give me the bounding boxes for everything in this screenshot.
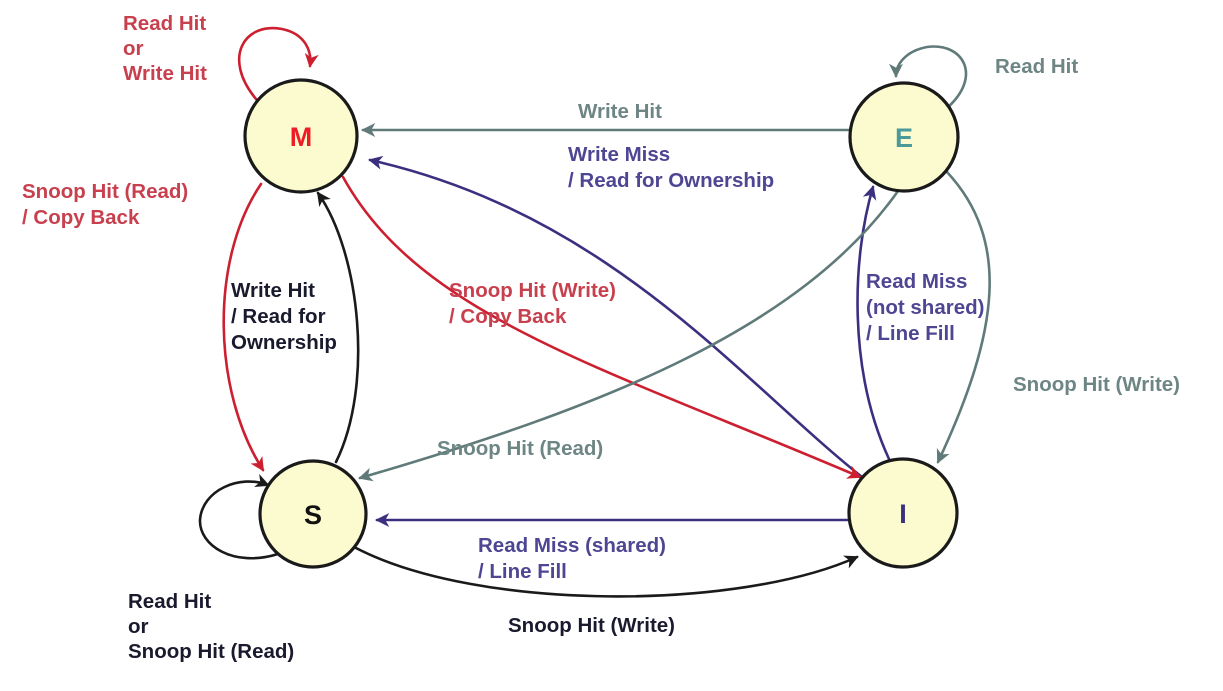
edge-label-s-to-m: Write Hit / Read for Ownership	[231, 279, 337, 354]
edge-e-self	[889, 45, 968, 110]
state-label-s: S	[304, 500, 322, 530]
edge-i-to-m	[368, 155, 864, 479]
edge-i-to-e	[856, 185, 891, 461]
edge-label-i-to-e: Read Miss (not shared) / Line Fill	[866, 270, 990, 345]
edge-label-i-to-s: Read Miss (shared) / Line Fill	[478, 534, 672, 583]
edge-label-m-self: Read Hit or Write Hit	[123, 12, 212, 85]
state-circle-e	[848, 81, 960, 193]
edge-m-self	[237, 26, 319, 101]
edge-label-i-to-m: Write Miss / Read for Ownership	[568, 143, 774, 192]
state-label-e: E	[895, 123, 913, 153]
edge-s-self	[198, 474, 280, 560]
state-circle-m	[243, 78, 359, 194]
edge-e-to-s	[358, 189, 900, 482]
edge-label-s-to-i: Snoop Hit (Write)	[508, 614, 675, 637]
state-circle-s	[258, 459, 368, 569]
edge-label-m-to-s: Snoop Hit (Read) / Copy Back	[22, 180, 194, 229]
edge-label-m-to-i: Snoop Hit (Write) / Copy Back	[449, 279, 622, 328]
state-node-m[interactable]: M	[243, 78, 359, 194]
state-node-e[interactable]: E	[848, 81, 960, 193]
edge-e-to-i	[936, 170, 991, 464]
edge-m-to-s	[222, 182, 265, 472]
edge-label-e-to-s: Snoop Hit (Read)	[437, 437, 603, 460]
state-circle-i	[847, 457, 959, 569]
edge-label-e-to-m: Write Hit	[578, 100, 662, 123]
state-label-i: I	[899, 499, 907, 529]
edge-s-to-i	[354, 546, 859, 598]
state-node-s[interactable]: S	[258, 459, 368, 569]
edge-label-e-to-i: Snoop Hit (Write)	[1013, 373, 1180, 396]
edge-label-s-self: Read Hit or Snoop Hit (Read)	[128, 590, 294, 663]
state-label-m: M	[290, 122, 313, 152]
state-node-i[interactable]: I	[847, 457, 959, 569]
edge-m-to-i	[341, 175, 862, 479]
edge-s-to-m	[316, 191, 360, 464]
edge-label-e-self: Read Hit	[995, 55, 1078, 78]
